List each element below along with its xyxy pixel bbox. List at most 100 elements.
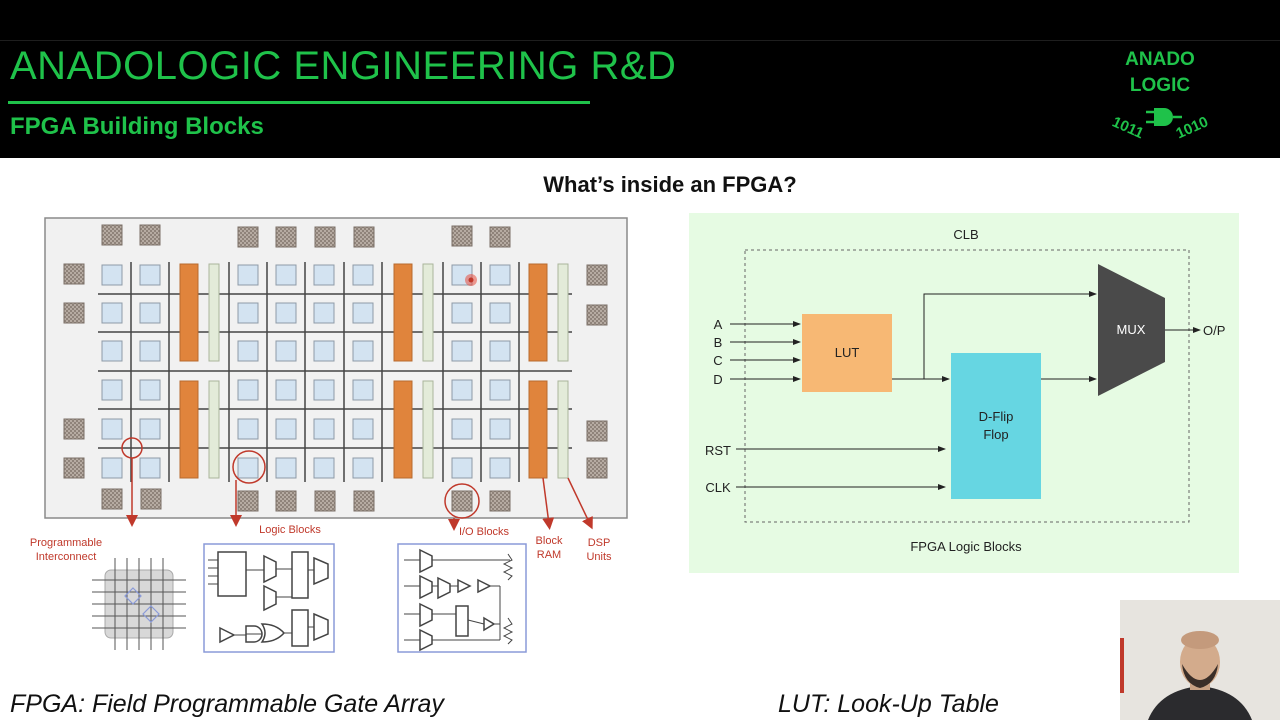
logic-block: [352, 264, 374, 286]
block-ram-column: [528, 263, 548, 362]
logic-block: [489, 418, 511, 440]
cursor-dot: [468, 277, 474, 283]
io-pad: [314, 490, 336, 512]
logic-block: [275, 340, 297, 362]
io-pads: [63, 224, 608, 512]
logic-block-detail: [203, 543, 335, 653]
block-ram-column: [179, 263, 199, 362]
logic-block: [275, 457, 297, 479]
presenter-figure: [1120, 600, 1280, 720]
io-pad: [63, 418, 85, 440]
io-pad: [139, 224, 161, 246]
logic-block: [313, 418, 335, 440]
logic-block: [451, 340, 473, 362]
slide-question: What’s inside an FPGA?: [543, 172, 797, 197]
lut-label: LUT: [835, 345, 860, 360]
logic-block: [101, 379, 123, 401]
fpga-fabric-diagram: Programmable Interconnect Logic Blocks I…: [30, 217, 628, 653]
io-pad: [63, 263, 85, 285]
logic-block: [489, 302, 511, 324]
page-title: ANADOLOGIC ENGINEERING R&D: [10, 44, 677, 88]
block-ram-label-line-2: RAM: [537, 549, 561, 561]
logic-block: [451, 457, 473, 479]
dsp-column: [422, 263, 434, 362]
io-pad: [489, 226, 511, 248]
internal-wires: [736, 291, 1201, 490]
routing-channels: [98, 262, 572, 482]
logo-bits-left: 1011: [1110, 114, 1147, 143]
logic-block: [237, 418, 259, 440]
block-ram-column: [528, 380, 548, 479]
logic-block: [275, 379, 297, 401]
logic-block-highlight: [232, 450, 266, 484]
header-divider: [0, 40, 1280, 41]
io-pad: [63, 302, 85, 324]
output-label: O/P: [1203, 323, 1225, 338]
block-ram-column: [179, 380, 199, 479]
io-block-highlight: [444, 483, 480, 519]
io-pad: [237, 490, 259, 512]
logic-block: [451, 302, 473, 324]
logic-block: [313, 302, 335, 324]
io-pad: [586, 420, 608, 442]
logic-block: [275, 418, 297, 440]
block-ram-label-line-1: Block: [536, 535, 563, 547]
input-label-c: C: [713, 353, 722, 368]
logic-block: [313, 340, 335, 362]
io-pad: [586, 264, 608, 286]
block-ram-column: [393, 380, 413, 479]
logic-block: [139, 457, 161, 479]
logic-block: [237, 302, 259, 324]
and-gate-icon: [1146, 108, 1182, 126]
clk-label: CLK: [705, 480, 731, 495]
presenter-webcam: [1120, 600, 1280, 720]
page-subtitle: FPGA Building Blocks: [10, 113, 264, 140]
logic-block: [489, 340, 511, 362]
logic-block: [489, 457, 511, 479]
logic-block: [352, 418, 374, 440]
io-blocks-label: I/O Blocks: [459, 526, 510, 538]
fpga-definition: FPGA: Field Programmable Gate Array: [10, 690, 444, 718]
rst-label: RST: [705, 443, 731, 458]
title-underline: [8, 101, 590, 104]
io-pad: [140, 488, 162, 510]
clb-footer: FPGA Logic Blocks: [910, 539, 1022, 554]
io-block-detail: [397, 543, 527, 653]
header-bar: ANADOLOGIC ENGINEERING R&D FPGA Building…: [0, 0, 1280, 158]
io-pad: [275, 490, 297, 512]
logic-block: [101, 457, 123, 479]
mux-block: [1098, 264, 1165, 396]
dsp-column: [208, 263, 220, 362]
io-pad: [275, 226, 297, 248]
lut-definition: LUT: Look-Up Table: [778, 690, 999, 718]
logic-blocks-label: Logic Blocks: [259, 524, 321, 536]
io-pad: [237, 226, 259, 248]
logic-block: [237, 264, 259, 286]
logo-line-2: LOGIC: [1129, 75, 1191, 96]
logic-block: [237, 457, 259, 479]
interconnect-label-line-1: Programmable: [30, 537, 102, 549]
interconnect-detail: [92, 558, 186, 650]
logic-block: [275, 302, 297, 324]
logic-block: [101, 264, 123, 286]
logic-block: [313, 264, 335, 286]
io-pad: [353, 226, 375, 248]
interconnect-label-line-2: Interconnect: [36, 551, 97, 563]
logic-block: [101, 340, 123, 362]
io-pad: [489, 490, 511, 512]
io-pad: [586, 457, 608, 479]
dsp-label-line-1: DSP: [588, 537, 611, 549]
mux-label: MUX: [1117, 322, 1146, 337]
io-pad: [586, 304, 608, 326]
input-wires: [730, 321, 801, 382]
logic-block: [275, 264, 297, 286]
dsp-label-line-2: Units: [586, 551, 612, 563]
callout-arrows: [126, 458, 593, 531]
logic-block: [313, 379, 335, 401]
dsp-column: [422, 380, 434, 479]
dsp-column: [557, 263, 569, 362]
dsp-column: [208, 380, 220, 479]
logic-block: [101, 418, 123, 440]
logic-block: [489, 264, 511, 286]
